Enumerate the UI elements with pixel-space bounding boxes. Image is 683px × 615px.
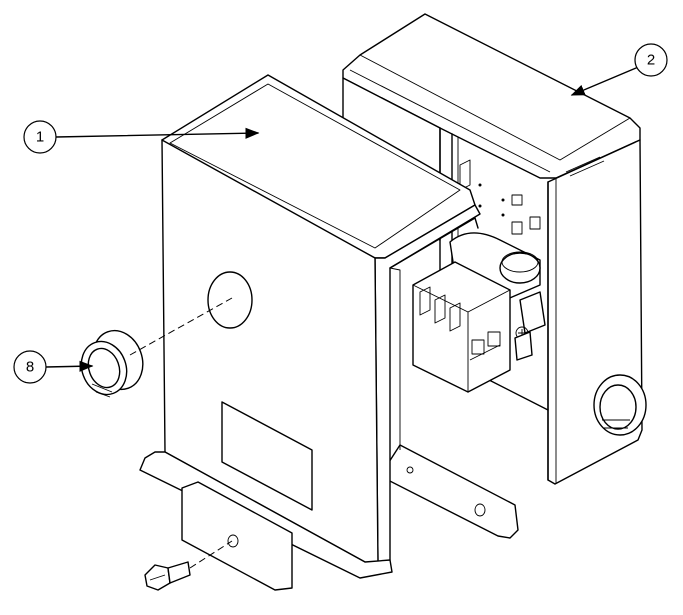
callout-8: 8: [13, 350, 94, 384]
callout-8-label: 8: [26, 359, 34, 376]
side-knockout-opening: [593, 374, 647, 436]
screw-assembly-line: [189, 540, 233, 569]
bushing-part: [80, 329, 144, 398]
mounting-screw: [144, 561, 191, 591]
bushing-assembly-line: [129, 297, 233, 356]
callout-2: 2: [570, 43, 668, 96]
front-cover: [139, 74, 481, 591]
relay-component: [514, 291, 546, 361]
callout-1: 1: [23, 120, 260, 154]
callout-1-label: 1: [36, 129, 44, 146]
base-mounting-plate: [379, 444, 519, 539]
callout-2-label: 2: [647, 52, 655, 69]
rear-enclosure-body: [342, 13, 643, 485]
terminal-block: [412, 261, 511, 393]
